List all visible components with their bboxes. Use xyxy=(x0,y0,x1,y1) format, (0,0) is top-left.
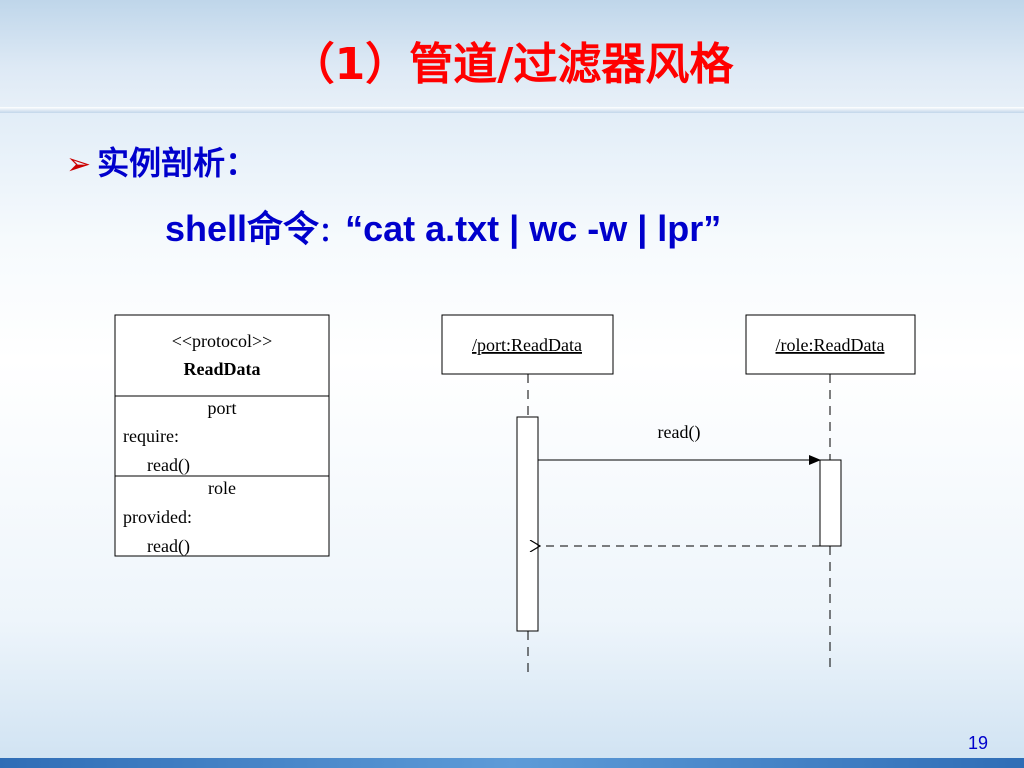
call-message-label: read() xyxy=(658,422,701,443)
lifeline-port-label: /port:ReadData xyxy=(472,335,582,355)
port-section-kind: require: xyxy=(123,426,179,446)
class-name: ReadData xyxy=(184,359,261,379)
port-section-title: port xyxy=(208,398,237,418)
class-stereotype: <<protocol>> xyxy=(172,331,273,351)
command-line: shell命令：“cat a.txt | wc -w | lpr” xyxy=(165,200,721,252)
activation-bar-role xyxy=(819,459,842,547)
role-section-title: role xyxy=(208,478,236,498)
title-divider xyxy=(0,107,1024,113)
role-section-op: read() xyxy=(147,536,190,557)
page-number: 19 xyxy=(967,733,988,753)
slide-title: （1）管道/过滤器风格 xyxy=(290,39,734,90)
lifeline-port: /port:ReadData xyxy=(441,314,614,672)
lifeline-port-head xyxy=(441,314,614,375)
command-text: “cat a.txt | wc -w | lpr” xyxy=(345,208,722,249)
footer-bar xyxy=(0,758,1024,768)
command-separator: ： xyxy=(319,217,346,247)
bullet-text: 实例剖析： xyxy=(97,144,258,182)
protocol-class-box: <<protocol>> ReadData port require: read… xyxy=(114,314,330,557)
class-box-frame xyxy=(114,314,330,557)
port-section-op: read() xyxy=(147,455,190,476)
title-bar xyxy=(0,0,1024,110)
bullet-item: ➢实例剖析： xyxy=(66,138,257,184)
command-prefix: shell命令 xyxy=(165,208,320,249)
lifeline-role-label: /role:ReadData xyxy=(776,335,885,355)
lifeline-role-head xyxy=(745,314,916,375)
role-section-kind: provided: xyxy=(123,507,192,527)
arrow-bullet-icon: ➢ xyxy=(66,147,92,182)
lifeline-role: /role:ReadData xyxy=(745,314,916,672)
activation-bar-port xyxy=(516,416,539,632)
